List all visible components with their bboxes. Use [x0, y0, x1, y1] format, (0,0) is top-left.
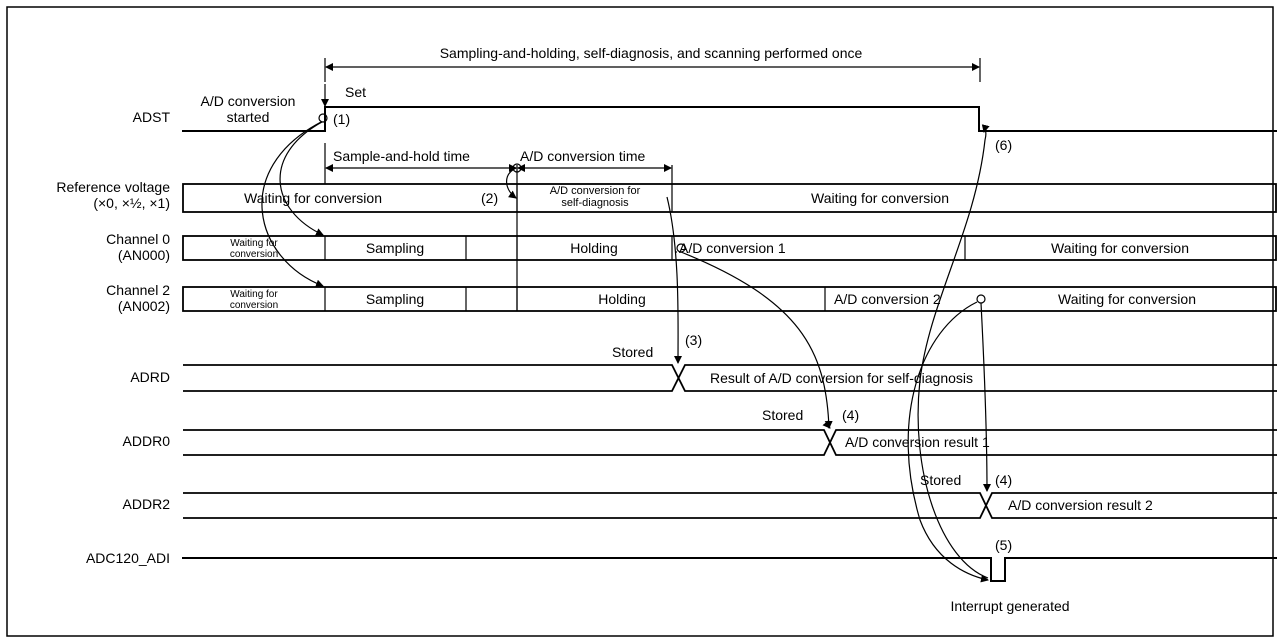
stored-label-adrd: Stored	[612, 344, 653, 360]
signal-label-addr0: ADDR0	[123, 433, 171, 449]
ref-state-selfdiag-2: self-diagnosis	[561, 197, 629, 209]
marker-1-circle	[318, 113, 328, 123]
ch2-state-holding: Holding	[598, 291, 645, 307]
ch2-state-conv2: A/D conversion 2	[834, 291, 941, 307]
marker-1: (1)	[333, 111, 350, 127]
addr2-arrow-path	[980, 302, 991, 492]
trigger-ch0-arrow	[279, 121, 324, 236]
conv-time-label: A/D conversion time	[520, 148, 645, 164]
ch0-state-conv1: A/D conversion 1	[679, 240, 786, 256]
addr0-result: A/D conversion result 1	[845, 434, 990, 450]
conv-started-label-1: A/D conversion	[201, 93, 296, 109]
interrupt-label: Interrupt generated	[950, 598, 1069, 614]
conv2-end-circle	[976, 294, 986, 304]
signal-label-ref1: Reference voltage	[56, 179, 170, 195]
ref-state-wait-2: Waiting for conversion	[811, 190, 949, 206]
ref-state-wait-1: Waiting for conversion	[244, 190, 382, 206]
conv-started-label-2: started	[227, 109, 270, 125]
marker-2: (2)	[481, 190, 498, 206]
ch0-state-sampling: Sampling	[366, 240, 424, 256]
signal-label-adst: ADST	[133, 109, 171, 125]
signal-label-ref2: (×0, ×½, ×1)	[93, 195, 170, 211]
marker-2-arrow	[506, 167, 517, 199]
stored-label-addr2: Stored	[920, 472, 961, 488]
signal-label-addr2: ADDR2	[123, 496, 171, 512]
marker-4b: (4)	[995, 472, 1012, 488]
marker-3: (3)	[685, 332, 702, 348]
adrd-result: Result of A/D conversion for self-diagno…	[710, 370, 973, 386]
store-addr0-line	[683, 252, 829, 428]
scan-span-label: Sampling-and-holding, self-diagnosis, an…	[440, 45, 863, 61]
ch2-state-wait: Waiting for conversion	[1058, 291, 1196, 307]
signal-label-ch0-1: Channel 0	[106, 231, 170, 247]
marker-5: (5)	[995, 537, 1012, 553]
ref-voltage-bus	[182, 183, 1277, 213]
diagram-border	[6, 6, 1274, 637]
signal-label-adrd: ADRD	[130, 369, 170, 385]
marker-4a: (4)	[842, 407, 859, 423]
marker-2-circle	[512, 163, 522, 173]
addr2-bus	[183, 492, 1277, 519]
adst-clear-arrow	[917, 124, 990, 579]
set-label: Set	[345, 84, 366, 100]
signal-label-ch0-2: (AN000)	[118, 247, 170, 263]
trigger-ch2-arrow	[261, 121, 324, 288]
stored-label-addr0: Stored	[762, 407, 803, 423]
signal-label-ch2-1: Channel 2	[106, 282, 170, 298]
store-adrd-arrow	[666, 196, 683, 364]
addr0-bus	[183, 429, 1277, 456]
ch0-state-holding: Holding	[570, 240, 617, 256]
ch0-state-wait-b: conversion	[230, 249, 278, 260]
adrd-bus	[183, 364, 1277, 392]
addr2-result: A/D conversion result 2	[1008, 497, 1153, 513]
channel2-bus	[182, 286, 1277, 312]
ref-state-selfdiag-1: A/D conversion for	[550, 185, 641, 197]
ch0-state-wait-a: Waiting for	[230, 238, 278, 249]
ch0-state-wait: Waiting for conversion	[1051, 240, 1189, 256]
adst-waveform	[182, 106, 1277, 132]
channel0-bus	[182, 235, 1277, 261]
signal-label-adi: ADC120_ADI	[86, 550, 170, 566]
signal-label-ch2-2: (AN002)	[118, 298, 170, 314]
ch2-state-wait-a: Waiting for	[230, 289, 278, 300]
ch2-state-wait-b: conversion	[230, 300, 278, 311]
addr0-arrow-path	[680, 251, 833, 429]
sample-hold-time-label: Sample-and-hold time	[333, 148, 470, 164]
adi-waveform	[182, 557, 1277, 582]
ch2-state-sampling: Sampling	[366, 291, 424, 307]
marker-6: (6)	[995, 137, 1012, 153]
interrupt-arrow	[907, 301, 989, 583]
